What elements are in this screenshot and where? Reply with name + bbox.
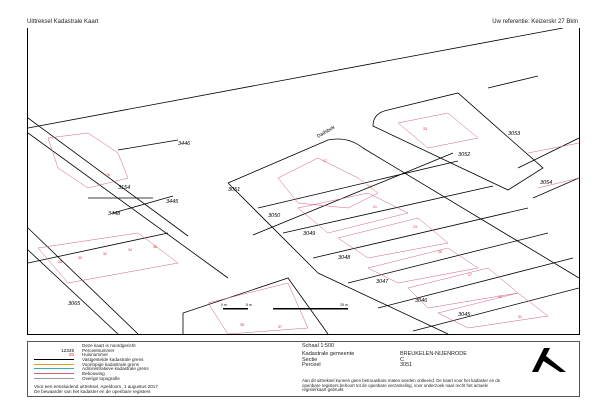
info-value: BREUKELEN-NIJENRODE [400,351,467,357]
certification-text: De bewaarder van het kadaster en de open… [34,389,151,394]
buildings [37,112,579,334]
scale-label: 5 m [246,303,252,307]
house-number: 36 [153,245,157,249]
parcel-number: 3051 [228,187,240,193]
house-numbers: 26 28 30 32 34 36 17 19 21 23 25 27 29 3… [58,127,522,329]
house-number: 29 [498,295,502,299]
legend-label: Bebouwing [82,370,105,376]
legend-line [34,372,74,374]
house-number: 23 [413,225,417,229]
legend-label: Vastgestelde kadastrale grens [82,356,144,362]
kadaster-logo-icon [532,348,566,372]
info-value: 3051 [400,362,413,368]
house-number: 17 [323,159,327,163]
parcel-number: 3046 [415,298,428,304]
legend-line [34,368,74,370]
disclaimer: Aan dit uittreksel kunnen geen betrouwba… [302,378,501,393]
parcel-boundaries [28,28,579,334]
scale-label: 25 m [340,303,348,307]
house-number: 34 [128,248,132,252]
legend-label: Huisnummer [82,352,109,358]
legend-symbol: 12345 [61,347,74,353]
cadastral-map[interactable]: Dadsbok 3446 3154 3445 3448 3065 3051 30… [27,28,580,335]
scale-text: Schaal 1:500 [302,343,335,349]
info-label: Sectie [302,356,318,363]
parcel-number: 3445 [166,199,179,205]
parcel-number: 3047 [376,279,389,285]
house-number: 35 [240,323,244,327]
scale-label: 0 m [221,303,227,307]
legend-line [34,377,74,379]
info-label: Kadastrale gemeente [302,351,355,357]
legend-label: Voorlopige kadastrale grens [82,361,139,367]
house-number: 28 [58,260,62,264]
house-number: 27 [468,273,472,277]
legend-symbol: 25 [68,352,74,358]
house-number: 26 [106,173,110,177]
parcel-number: 3049 [303,231,315,237]
info-value: C [400,356,404,363]
legend-line [34,363,74,365]
parcel-number: 3054 [540,180,552,186]
legend-line [34,358,74,360]
house-number: 30 [78,256,82,260]
certification-text: Voor een eensluidend uittreksel, Apeldoo… [34,384,158,389]
parcel-number: 3052 [458,152,470,158]
house-number: 31 [518,315,522,319]
house-number: 25 [438,250,442,254]
parcel-number: 3050 [268,213,281,219]
document-title: Uittreksel Kadastrale Kaart [27,19,99,25]
legend-panel: Deze kaart is noordgericht 12345 Perceeln… [27,341,580,397]
legend-label: Administratieve kadastrale grens [82,366,149,372]
scale-bar: 0 m 5 m 25 m [221,303,348,310]
parcel-number: 3053 [508,131,521,137]
street-name: Dadsbok [316,124,337,139]
info-label: Perceel [302,362,321,368]
legend-label: Deze kaart is noordgericht [82,342,136,348]
parcel-number: 3154 [118,185,130,191]
parcel-number: 3448 [108,211,121,217]
house-number: 19 [368,185,372,189]
legend-label: Overige topografie [82,375,120,381]
parcel-number: 3045 [458,312,471,318]
parcel-number: 3065 [68,301,81,307]
reference: Uw referentie: Keizerskr 27 Bkln [492,19,578,25]
parcel-numbers: 3446 3154 3445 3448 3065 3051 3050 3049 … [68,131,552,318]
house-number: 37 [278,325,282,329]
parcel-number: 3048 [338,255,351,261]
house-number: 32 [103,252,107,256]
parcel-number: 3446 [178,141,191,147]
house-number: 33 [423,127,427,131]
legend-label: Perceelnummer [82,347,115,353]
house-number: 21 [373,205,377,209]
